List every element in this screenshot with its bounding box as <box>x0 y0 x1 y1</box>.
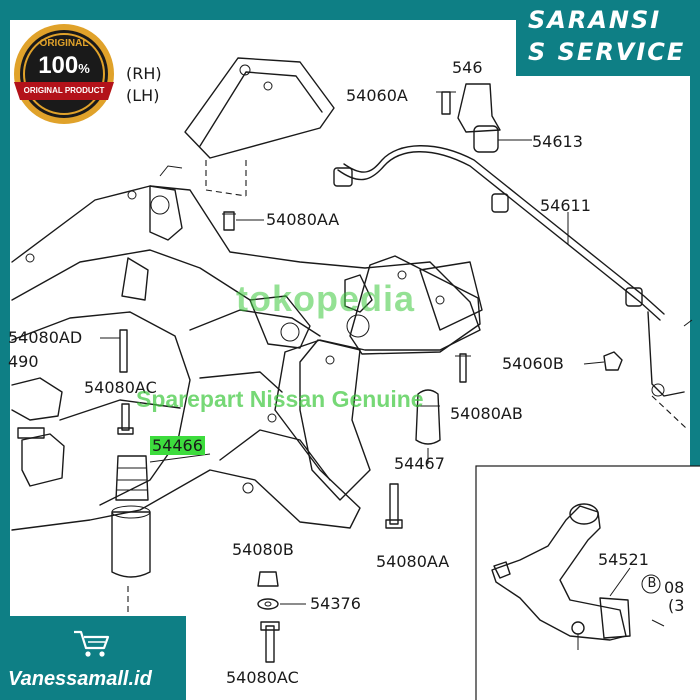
callout-B: B <box>647 576 657 591</box>
bolt-54080AB <box>455 353 471 383</box>
badge-seal-icon <box>14 24 114 124</box>
label-rh: (RH) <box>126 64 162 83</box>
nut-54080B <box>257 571 279 587</box>
label-54060A: 54060A <box>346 86 408 105</box>
badge-top-text: ORIGINAL <box>39 38 89 49</box>
banner-line-2: S SERVICE <box>528 38 686 66</box>
label-54080B: 54080B <box>232 540 294 559</box>
banner-line-1: SARANSI <box>528 6 662 34</box>
bolt-54080AD <box>100 329 128 373</box>
left-mount-blocks <box>11 377 65 487</box>
label-54521: 54521 <box>598 550 649 569</box>
label-54467: 54467 <box>394 454 445 473</box>
label-54466: 54466 <box>150 436 205 455</box>
bushing-54613 <box>473 125 532 153</box>
clamp-54060A <box>436 83 501 133</box>
washer-54376 <box>257 598 306 610</box>
label-54080AA-bottom: 54080AA <box>376 552 450 571</box>
label-54080AA-top: 54080AA <box>266 210 340 229</box>
subframe <box>11 165 483 531</box>
badge-bottom-text: ORIGINAL PRODUCT <box>23 86 105 95</box>
service-banner: SARANSI S SERVICE <box>516 0 700 76</box>
watermark-caption: Sparepart Nissan Genuine <box>136 386 424 412</box>
store-footer: Vanessamall.id <box>0 616 186 700</box>
label-54080AC-bottom: 54080AC <box>226 668 299 687</box>
bracket-plate <box>184 57 335 197</box>
store-name[interactable]: Vanessamall.id <box>8 668 152 690</box>
label-54080AC-mid: 54080AC <box>84 378 157 397</box>
label-546: 546 <box>452 58 483 77</box>
nut-54060B <box>583 351 623 371</box>
label-54376: 54376 <box>310 594 361 613</box>
original-badge: ORIGINAL 100% ORIGINAL PRODUCT <box>12 22 116 126</box>
bolt-54080AA-lower <box>385 483 403 529</box>
label-08: 08 <box>664 578 685 597</box>
insulator-54467 <box>415 389 441 464</box>
stabilizer-bar <box>333 145 693 429</box>
shopping-cart-icon <box>74 630 110 657</box>
badge-value: 100 <box>38 52 79 79</box>
label-3: (3 <box>668 596 685 615</box>
label-490: 490 <box>8 352 39 371</box>
watermark-brand: tokopedia <box>236 278 416 319</box>
inset-control-arm <box>475 465 700 700</box>
label-54611: 54611 <box>540 196 591 215</box>
bolt-54080AA-top <box>222 211 264 231</box>
bolt-54080AC-mid <box>117 403 134 435</box>
label-54080AB: 54080AB <box>450 404 523 423</box>
label-54080AD: 54080AD <box>8 328 83 347</box>
bolt-54080AC-bottom <box>260 621 280 663</box>
label-54613: 54613 <box>532 132 583 151</box>
label-54060B: 54060B <box>502 354 564 373</box>
insulator-54466 <box>111 455 151 612</box>
label-lh: (LH) <box>126 86 160 105</box>
badge-suffix: % <box>78 61 90 76</box>
